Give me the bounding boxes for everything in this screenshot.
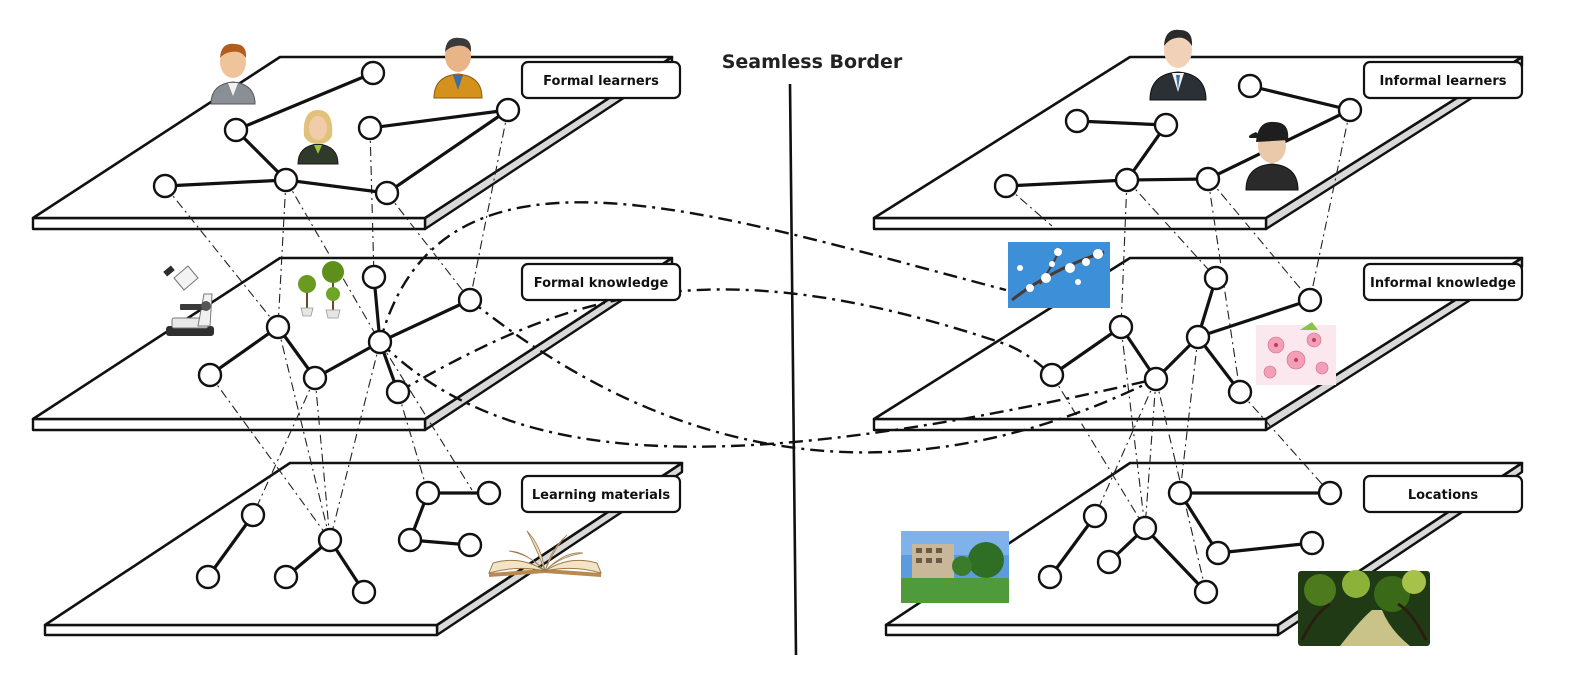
microscope-icon bbox=[163, 265, 214, 336]
svg-text:Locations: Locations bbox=[1408, 488, 1479, 503]
blossom-photo bbox=[1008, 242, 1110, 308]
tree-icon bbox=[298, 261, 344, 319]
svg-text:Formal learners: Formal learners bbox=[543, 74, 659, 89]
label-informal-learners: Informal learners bbox=[1362, 60, 1524, 100]
label-informal-knowledge: Informal knowledge bbox=[1362, 262, 1524, 302]
person-icon bbox=[297, 110, 339, 165]
label-formal-knowledge: Formal knowledge bbox=[520, 262, 682, 302]
svg-text:Informal learners: Informal learners bbox=[1379, 74, 1506, 89]
person-icon bbox=[1149, 29, 1207, 101]
label-learning-materials: Learning materials bbox=[520, 474, 682, 514]
svg-text:Formal knowledge: Formal knowledge bbox=[534, 276, 669, 291]
plate-formal-learners bbox=[31, 55, 674, 231]
person-icon bbox=[433, 37, 483, 99]
svg-text:Learning materials: Learning materials bbox=[532, 488, 671, 503]
seamless-border-title: Seamless Border bbox=[722, 51, 903, 73]
person-icon bbox=[1245, 121, 1299, 191]
projection-lines bbox=[164, 109, 1351, 593]
blossom-photo bbox=[1256, 322, 1336, 385]
plate-informal-learners bbox=[872, 55, 1524, 231]
garden-photo bbox=[1298, 570, 1430, 646]
network-nodes bbox=[152, 60, 1363, 605]
label-locations: Locations bbox=[1362, 474, 1524, 514]
seamless-border-line bbox=[788, 83, 798, 656]
building-photo bbox=[901, 531, 1009, 603]
person-icon bbox=[210, 43, 256, 105]
label-formal-learners: Formal learners bbox=[520, 60, 682, 100]
book-icon bbox=[488, 530, 602, 577]
cross-border-curves bbox=[378, 201, 1157, 454]
svg-text:Informal knowledge: Informal knowledge bbox=[1370, 276, 1516, 291]
